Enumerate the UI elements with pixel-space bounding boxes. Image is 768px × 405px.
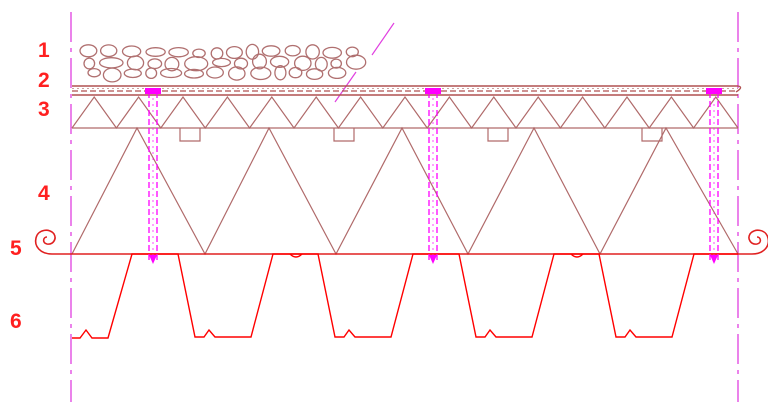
upper-board-zigzag <box>71 95 739 130</box>
gravel-stone <box>250 66 272 81</box>
gravel-break-line <box>371 22 395 56</box>
rib-stiffener <box>570 253 584 258</box>
layer-label-6: 6 <box>10 310 22 333</box>
gravel-stone <box>305 44 320 60</box>
gravel-stone <box>121 45 142 58</box>
gravel-stone <box>345 54 367 70</box>
fastener-tip <box>710 255 718 264</box>
gravel-stone <box>261 45 281 57</box>
gravel-stone <box>102 67 122 83</box>
gravel-stone <box>159 67 183 79</box>
left-roll-icon <box>34 229 56 255</box>
gravel-stone <box>305 68 324 81</box>
gravel-stone <box>211 57 232 68</box>
gravel-stone <box>345 46 359 58</box>
fastener-washer <box>425 88 441 94</box>
gravel-stone <box>284 44 301 57</box>
gravel-stone <box>251 53 268 70</box>
gravel-stone <box>123 68 142 79</box>
right-roll-icon <box>748 229 768 255</box>
gravel-stone <box>327 66 347 80</box>
trapezoidal-steel-deck-layer <box>72 253 738 339</box>
gravel-stone <box>269 55 290 68</box>
waterproofing-membrane-layer <box>72 85 742 96</box>
fastener <box>425 88 441 264</box>
gravel-stone <box>79 44 98 58</box>
gravel-stone <box>168 46 189 58</box>
fastener-washer <box>145 88 161 94</box>
gravel-stone <box>330 58 343 69</box>
gravel-stone <box>145 47 166 57</box>
gravel-stone <box>210 47 224 60</box>
layer-label-5: 5 <box>10 237 22 260</box>
gravel-stone <box>147 58 163 70</box>
gravel-stone <box>322 46 343 59</box>
deck-profile <box>72 253 738 339</box>
lower-insulation-board-layer <box>71 126 739 256</box>
gravel-ballast-layer <box>79 43 367 83</box>
gravel-stone <box>293 55 312 72</box>
fastener-washer <box>706 88 722 94</box>
board-joint-notch <box>333 128 355 142</box>
gravel-stone <box>288 66 303 79</box>
gravel-stone <box>233 57 249 70</box>
gravel-stone <box>164 56 180 72</box>
gravel-stone <box>225 45 243 60</box>
membrane-break-line <box>334 71 357 103</box>
layer-label-2: 2 <box>38 69 50 92</box>
layer-label-1: 1 <box>38 39 50 62</box>
gravel-stone <box>87 67 102 78</box>
board-joint-notch <box>487 128 509 142</box>
gravel-stone <box>227 66 246 81</box>
vapour-barrier-layer <box>34 229 768 255</box>
layer-label-3: 3 <box>38 98 50 121</box>
layer-label-4: 4 <box>38 182 50 205</box>
gravel-stone <box>274 64 287 81</box>
gravel-stone <box>126 55 145 71</box>
rib-stiffener <box>289 253 303 258</box>
gravel-stone <box>183 68 205 79</box>
gravel-stone <box>98 57 124 69</box>
board-joint-notch <box>179 128 201 142</box>
gravel-stone <box>184 56 209 72</box>
lower-board-zigzag <box>71 126 739 256</box>
gravel-stone <box>145 67 158 80</box>
gravel-stone <box>245 43 260 60</box>
board-joint-notch <box>641 128 663 142</box>
fastener-tip <box>429 255 437 264</box>
fastener <box>706 88 722 264</box>
gravel-stone <box>206 66 224 79</box>
gravel-stone <box>99 44 118 58</box>
fastener <box>145 88 161 264</box>
gravel-stone <box>83 57 96 70</box>
upper-insulation-board-layer <box>71 95 739 130</box>
fastener-tip <box>149 255 157 264</box>
mechanical-fasteners <box>145 88 722 264</box>
board-joint-notches <box>179 128 663 142</box>
